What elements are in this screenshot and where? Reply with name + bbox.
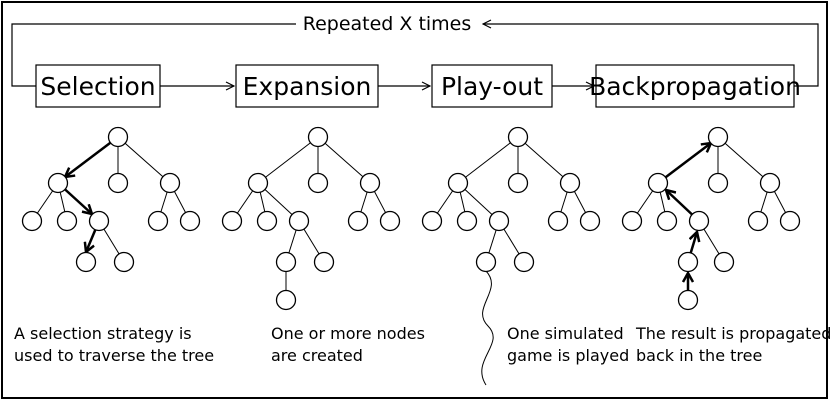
stage-box: [431, 64, 553, 108]
tree-node: [447, 172, 469, 194]
caption-line: back in the tree: [636, 346, 762, 365]
new-tree-node: [275, 289, 297, 311]
tree-node: [379, 210, 401, 232]
tree-node: [656, 210, 678, 232]
tree-node: [488, 210, 510, 232]
tree-node: [307, 126, 329, 148]
path-arrow: [65, 136, 119, 177]
tree-node: [647, 172, 669, 194]
tree-node: [288, 210, 310, 232]
tree-node: [579, 210, 601, 232]
tree-node: [688, 210, 710, 232]
tree-node: [747, 210, 769, 232]
tree-node: [256, 210, 278, 232]
tree-node: [107, 126, 129, 148]
stage-box: [235, 64, 379, 108]
tree-node: [307, 172, 329, 194]
tree-node: [275, 251, 297, 273]
tree-node: [88, 210, 110, 232]
tree-node: [507, 172, 529, 194]
stage-label: Play-out: [441, 72, 543, 101]
loop-label: Repeated X times: [303, 13, 472, 35]
caption-line: are created: [271, 346, 363, 365]
tree-node: [179, 210, 201, 232]
loop-line-right: [483, 24, 819, 87]
caption-line: game is played: [507, 346, 629, 365]
tree-node: [221, 210, 243, 232]
tree-node: [347, 210, 369, 232]
stage-label: Expansion: [243, 72, 372, 101]
tree-expansion: [221, 126, 401, 311]
tree-node: [456, 210, 478, 232]
stage-box: [35, 64, 161, 108]
caption-line: A selection strategy is: [14, 324, 192, 343]
tree-node: [677, 289, 699, 311]
tree-node: [513, 251, 535, 273]
backprop-arrow: [657, 143, 711, 184]
tree-node: [677, 251, 699, 273]
tree-node: [621, 210, 643, 232]
tree-node: [707, 126, 729, 148]
tree-node: [713, 251, 735, 273]
simulation-squiggle: [481, 270, 494, 386]
caption-expansion: One or more nodes are created: [271, 324, 425, 365]
caption-selection: A selection strategy is used to traverse…: [14, 324, 214, 365]
tree-node: [75, 251, 97, 273]
stage-label: Backpropagation: [589, 72, 801, 101]
tree-node: [359, 172, 381, 194]
caption-line: used to traverse the tree: [14, 346, 214, 365]
tree-node: [759, 172, 781, 194]
tree-node: [475, 251, 497, 273]
tree-playout: [421, 126, 601, 386]
tree-selection: [21, 126, 201, 273]
tree-backpropagation: [621, 126, 801, 311]
repeat-loop: Repeated X times: [11, 13, 819, 87]
tree-node: [313, 251, 335, 273]
tree-node: [56, 210, 78, 232]
tree-node: [247, 172, 269, 194]
stage-selection: Selection: [35, 64, 161, 108]
caption-line: One or more nodes: [271, 324, 425, 343]
stage-label: Selection: [40, 72, 155, 101]
caption-playout: One simulated game is played: [507, 324, 629, 365]
caption-line: One simulated: [507, 324, 624, 343]
tree-node: [21, 210, 43, 232]
tree-node: [107, 172, 129, 194]
tree-node: [507, 126, 529, 148]
stage-box: [595, 64, 795, 108]
tree-node: [559, 172, 581, 194]
stage-playout: Play-out: [431, 64, 553, 108]
caption-line: The result is propagated: [635, 324, 830, 343]
tree-node: [707, 172, 729, 194]
tree-node: [421, 210, 443, 232]
caption-backpropagation: The result is propagated back in the tre…: [635, 324, 830, 365]
tree-node: [159, 172, 181, 194]
stage-expansion: Expansion: [235, 64, 379, 108]
tree-node: [113, 251, 135, 273]
stage-backpropagation: Backpropagation: [589, 64, 801, 108]
tree-node: [547, 210, 569, 232]
tree-node: [779, 210, 801, 232]
tree-node: [147, 210, 169, 232]
loop-line-left: [11, 23, 296, 87]
tree-node: [47, 172, 69, 194]
